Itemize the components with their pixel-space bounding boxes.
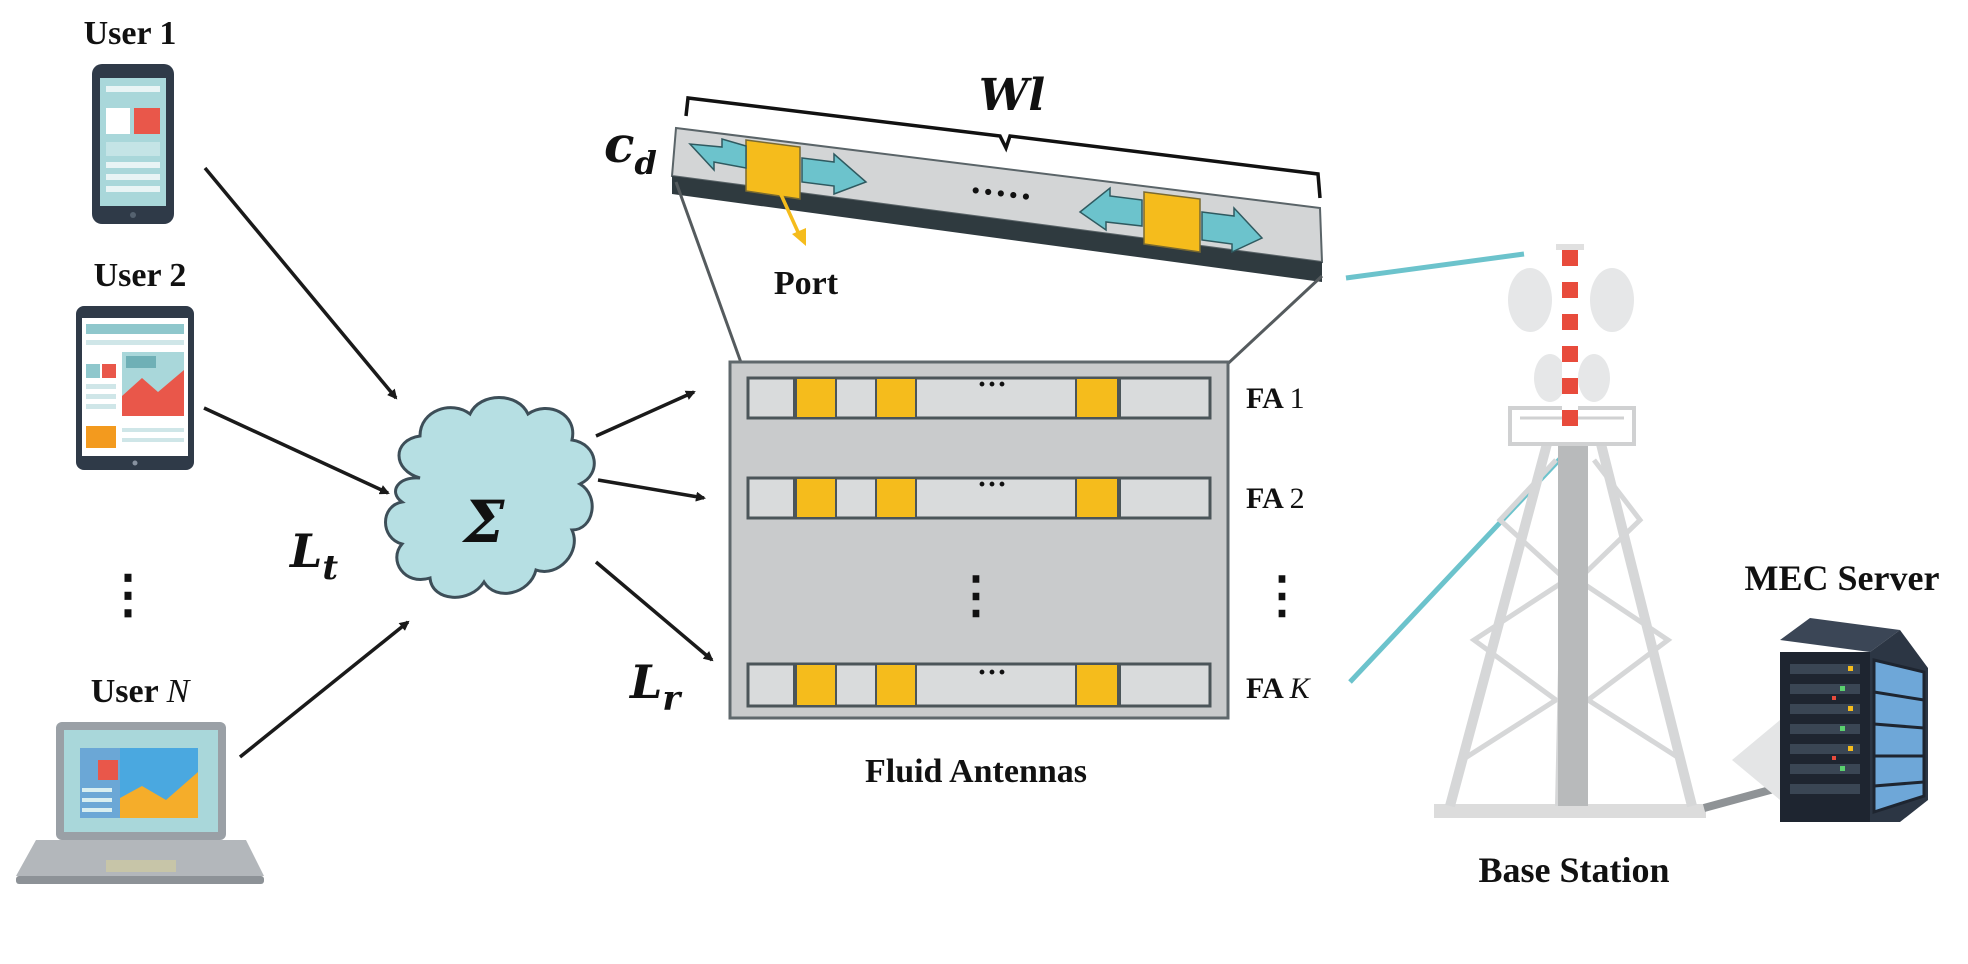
corner-label: cd: [604, 115, 657, 182]
fa-2-dots: ···: [977, 468, 1007, 501]
fa-2-port-3: [1075, 477, 1119, 519]
width-label: Wl: [979, 70, 1045, 121]
arrow-sum-to-fa1: [595, 390, 696, 438]
fa-2-label: FA 2: [1246, 482, 1305, 515]
base-station-tower-icon: Base Station: [1434, 244, 1706, 890]
strip-dots: ·····: [967, 169, 1035, 218]
users-vertical-dots: ⋮: [102, 567, 154, 624]
user-1: User 1: [84, 15, 177, 224]
receive-arrows: [594, 390, 714, 662]
fa-k-label: FA K: [1246, 672, 1312, 705]
fluid-antennas-title: Fluid Antennas: [865, 753, 1087, 790]
arrow-user1-to-sum: [203, 166, 398, 400]
server-rack-icon: [1732, 618, 1928, 822]
arrow-sum-to-fa2: [597, 478, 706, 502]
fa-1-port-2: [875, 377, 917, 419]
fa-k-port-3: [1075, 663, 1119, 707]
arrow-usern-to-sum: [238, 620, 410, 759]
user-2: User 2: [76, 257, 194, 470]
mec-server-label: MEC Server: [1745, 558, 1940, 598]
fa-labels-vertical-dots: ⋮: [1257, 567, 1307, 623]
fa-row-1: ···: [746, 368, 1212, 420]
fa-2-port-2: [875, 477, 917, 519]
user-n: User N: [16, 673, 264, 884]
smartphone-icon: [92, 64, 174, 224]
fa-1-label: FA 1: [1246, 382, 1305, 415]
receive-loss-label: Lr: [628, 655, 682, 719]
fa-row-k: ···: [746, 656, 1212, 708]
link-strip-to-tower: [1345, 251, 1525, 281]
base-station-label: Base Station: [1478, 850, 1669, 890]
fa-k-port-2: [875, 663, 917, 707]
mec-server: MEC Server: [1702, 558, 1940, 822]
fa-k-dots: ···: [977, 656, 1007, 689]
uplink-arrows: [203, 166, 410, 759]
antenna-strip-bottom: [672, 176, 1322, 282]
sum-cloud: Σ: [384, 396, 596, 599]
width-brace: [684, 96, 1322, 199]
move-arrow-right-2: [1201, 206, 1264, 254]
fa-1-port-1: [795, 377, 837, 419]
arrow-user2-to-sum: [203, 406, 390, 495]
fa-1-dots: ···: [977, 368, 1007, 401]
laptop-icon: [16, 722, 264, 884]
port-label: Port: [774, 265, 839, 302]
fa-1-port-3: [1075, 377, 1119, 419]
tablet-icon: [76, 306, 194, 470]
fluid-antenna-detail: Wl cd ····· Port: [604, 70, 1324, 386]
antenna-panel-background: [728, 360, 1230, 720]
fa-vertical-dots: ⋮: [951, 567, 1001, 623]
zoom-line-left: [674, 181, 750, 383]
sum-symbol: Σ: [461, 488, 505, 556]
fa-2-port-1: [795, 477, 837, 519]
fa-k-port-1: [795, 663, 837, 707]
fluid-antennas-panel: ··· ··· ⋮ ··· FA 1 FA 2 ⋮ FA K: [728, 360, 1312, 790]
port-right: [1143, 191, 1201, 253]
port-pointer: [776, 187, 800, 233]
user-n-label: User N: [91, 673, 192, 710]
arrow-sum-to-fak: [594, 560, 714, 662]
transmit-loss-label: Lt: [288, 524, 338, 588]
fa-row-2: ···: [746, 468, 1212, 520]
user-2-label: User 2: [94, 257, 187, 294]
move-arrow-left-1: [688, 138, 747, 172]
move-arrow-right-1: [801, 152, 868, 196]
move-arrow-left-2: [1078, 186, 1143, 232]
user-1-label: User 1: [84, 15, 177, 52]
port-left: [745, 139, 801, 200]
